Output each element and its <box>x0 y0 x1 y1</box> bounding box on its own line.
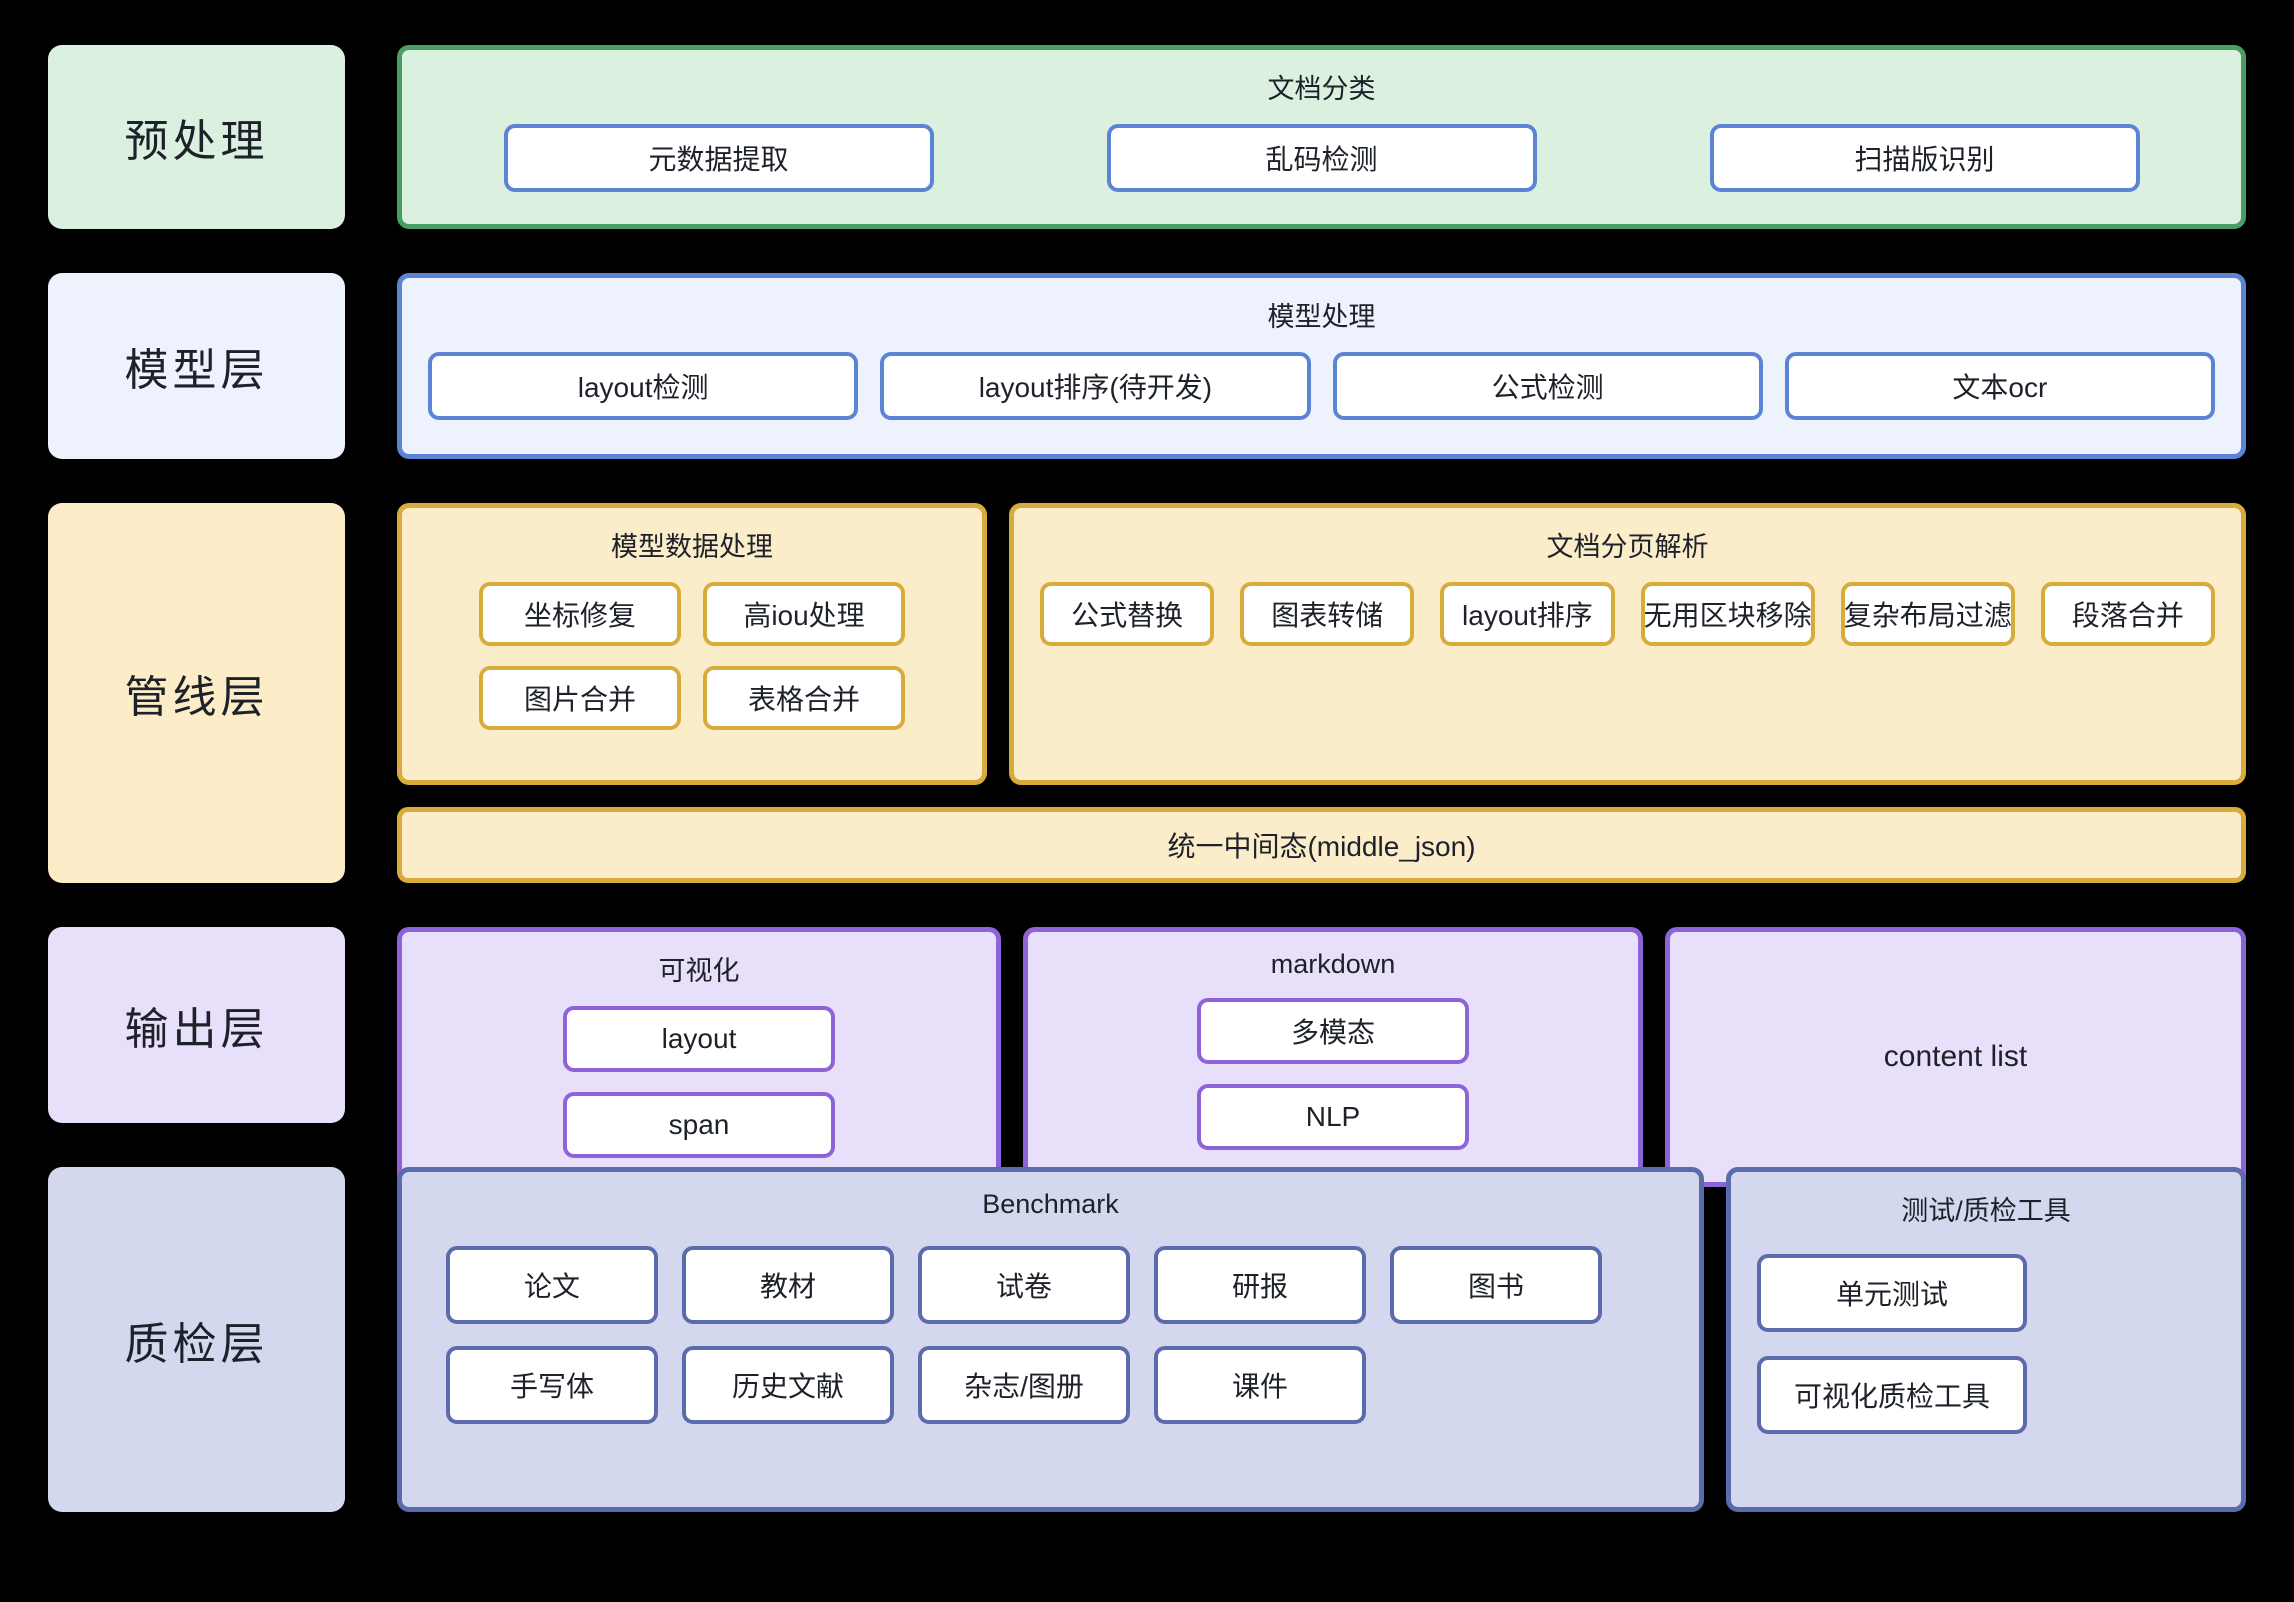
chip-text-ocr[interactable]: 文本ocr <box>1784 352 2215 420</box>
chip-garbled-detection[interactable]: 乱码检测 <box>1106 124 1537 192</box>
chip-group-doc-classification: 元数据提取 乱码检测 扫描版识别 <box>428 124 2215 192</box>
chip-group-visualization: layout span <box>428 1006 970 1158</box>
chip-useless-block-removal[interactable]: 无用区块移除 <box>1640 582 1815 646</box>
chip-layout[interactable]: layout <box>563 1006 835 1072</box>
chip-layout-detection[interactable]: layout检测 <box>428 352 859 420</box>
panel-model-data-processing: 模型数据处理 坐标修复 高iou处理 图片合并 表格合并 <box>397 503 987 785</box>
layer-content-output: 可视化 layout span markdown 多模态 NLP content… <box>397 927 2246 1187</box>
layer-row-preprocess: 预处理 文档分类 元数据提取 乱码检测 扫描版识别 <box>48 45 2246 229</box>
layer-label-preprocess: 预处理 <box>48 45 345 229</box>
panel-doc-classification: 文档分类 元数据提取 乱码检测 扫描版识别 <box>397 45 2246 229</box>
bar-unified-middle-json: 统一中间态(middle_json) <box>397 807 2246 883</box>
layer-content-preprocess: 文档分类 元数据提取 乱码检测 扫描版识别 <box>397 45 2246 229</box>
chip-visual-qa-tool[interactable]: 可视化质检工具 <box>1757 1356 2027 1434</box>
panel-title-benchmark: Benchmark <box>982 1189 1119 1219</box>
panel-row-quality: Benchmark 论文 教材 试卷 研报 图书 手写体 历史文献 杂志/图册 … <box>397 1167 2246 1512</box>
chip-span[interactable]: span <box>563 1092 835 1158</box>
chip-formula-detection[interactable]: 公式检测 <box>1332 352 1763 420</box>
chip-unit-test[interactable]: 单元测试 <box>1757 1254 2027 1332</box>
chip-research-report[interactable]: 研报 <box>1154 1246 1366 1324</box>
chip-table-merge[interactable]: 表格合并 <box>703 666 905 730</box>
chip-chart-dump[interactable]: 图表转储 <box>1240 582 1415 646</box>
panel-title-model-processing: 模型处理 <box>1267 302 1376 332</box>
chip-paragraph-merge[interactable]: 段落合并 <box>2040 582 2216 646</box>
panel-title-qa-tools: 测试/质检工具 <box>1901 1196 2071 1226</box>
layer-content-quality: Benchmark 论文 教材 试卷 研报 图书 手写体 历史文献 杂志/图册 … <box>397 1167 2246 1512</box>
chip-group-model-data-processing: 坐标修复 高iou处理 图片合并 表格合并 <box>428 582 956 730</box>
chip-multimodal[interactable]: 多模态 <box>1197 998 1469 1064</box>
chip-historical-document[interactable]: 历史文献 <box>682 1346 894 1424</box>
layer-label-model: 模型层 <box>48 273 345 459</box>
layer-label-quality: 质检层 <box>48 1167 345 1512</box>
chip-high-iou-processing[interactable]: 高iou处理 <box>703 582 905 646</box>
layer-row-pipeline: 管线层 模型数据处理 坐标修复 高iou处理 图片合并 表格合并 文档分页解析 … <box>48 503 2246 883</box>
chip-book[interactable]: 图书 <box>1390 1246 1602 1324</box>
layer-row-model: 模型层 模型处理 layout检测 layout排序(待开发) 公式检测 文本o… <box>48 273 2246 459</box>
chip-group-benchmark: 论文 教材 试卷 研报 图书 手写体 历史文献 杂志/图册 课件 <box>410 1246 1691 1424</box>
panel-row-pipeline: 模型数据处理 坐标修复 高iou处理 图片合并 表格合并 文档分页解析 公式替换… <box>397 503 2246 785</box>
layer-row-output: 输出层 可视化 layout span markdown 多模态 NLP <box>48 927 2246 1187</box>
panel-title-content-list: content list <box>1883 1040 2028 1073</box>
panel-title-markdown: markdown <box>1270 949 1396 979</box>
chip-formula-replacement[interactable]: 公式替换 <box>1039 582 1215 646</box>
chip-layout-ordering-wip[interactable]: layout排序(待开发) <box>880 352 1311 420</box>
layer-label-output: 输出层 <box>48 927 345 1123</box>
chip-group-markdown: 多模态 NLP <box>1054 998 1612 1150</box>
panel-title-model-data-processing: 模型数据处理 <box>611 532 773 562</box>
chip-scanned-recognition[interactable]: 扫描版识别 <box>1709 124 2140 192</box>
panel-title-doc-page-parsing: 文档分页解析 <box>1546 532 1709 562</box>
layer-content-model: 模型处理 layout检测 layout排序(待开发) 公式检测 文本ocr <box>397 273 2246 459</box>
chip-group-model-processing: layout检测 layout排序(待开发) 公式检测 文本ocr <box>428 352 2215 420</box>
panel-markdown: markdown 多模态 NLP <box>1023 927 1643 1187</box>
chip-exam-paper[interactable]: 试卷 <box>918 1246 1130 1324</box>
panel-content-list: content list <box>1665 927 2246 1187</box>
chip-magazine-album[interactable]: 杂志/图册 <box>918 1346 1130 1424</box>
chip-metadata-extraction[interactable]: 元数据提取 <box>503 124 934 192</box>
panel-model-processing: 模型处理 layout检测 layout排序(待开发) 公式检测 文本ocr <box>397 273 2246 459</box>
layer-row-quality: 质检层 Benchmark 论文 教材 试卷 研报 图书 手写体 历史文献 杂志… <box>48 1167 2246 1512</box>
chip-image-merge[interactable]: 图片合并 <box>479 666 681 730</box>
panel-qa-tools: 测试/质检工具 单元测试 可视化质检工具 <box>1726 1167 2246 1512</box>
chip-group-doc-page-parsing: 公式替换 图表转储 layout排序 无用区块移除 复杂布局过滤 段落合并 <box>1039 582 2216 646</box>
chip-complex-layout-filter[interactable]: 复杂布局过滤 <box>1840 582 2015 646</box>
chip-nlp[interactable]: NLP <box>1197 1084 1469 1150</box>
chip-handwriting[interactable]: 手写体 <box>446 1346 658 1424</box>
panel-row-preprocess: 文档分类 元数据提取 乱码检测 扫描版识别 <box>397 45 2246 229</box>
panel-title-doc-classification: 文档分类 <box>1267 74 1376 104</box>
chip-paper[interactable]: 论文 <box>446 1246 658 1324</box>
panel-title-visualization: 可视化 <box>658 956 740 986</box>
chip-textbook[interactable]: 教材 <box>682 1246 894 1324</box>
panel-doc-page-parsing: 文档分页解析 公式替换 图表转储 layout排序 无用区块移除 复杂布局过滤 … <box>1009 503 2246 785</box>
chip-coordinate-repair[interactable]: 坐标修复 <box>479 582 681 646</box>
layer-content-pipeline: 模型数据处理 坐标修复 高iou处理 图片合并 表格合并 文档分页解析 公式替换… <box>397 503 2246 883</box>
chip-layout-ordering[interactable]: layout排序 <box>1440 582 1615 646</box>
panel-benchmark: Benchmark 论文 教材 试卷 研报 图书 手写体 历史文献 杂志/图册 … <box>397 1167 1704 1512</box>
panel-visualization: 可视化 layout span <box>397 927 1001 1187</box>
chip-courseware[interactable]: 课件 <box>1154 1346 1366 1424</box>
panel-row-model: 模型处理 layout检测 layout排序(待开发) 公式检测 文本ocr <box>397 273 2246 459</box>
panel-row-output: 可视化 layout span markdown 多模态 NLP content… <box>397 927 2246 1187</box>
layer-label-pipeline: 管线层 <box>48 503 345 883</box>
chip-group-qa-tools: 单元测试 可视化质检工具 <box>1757 1254 2215 1434</box>
